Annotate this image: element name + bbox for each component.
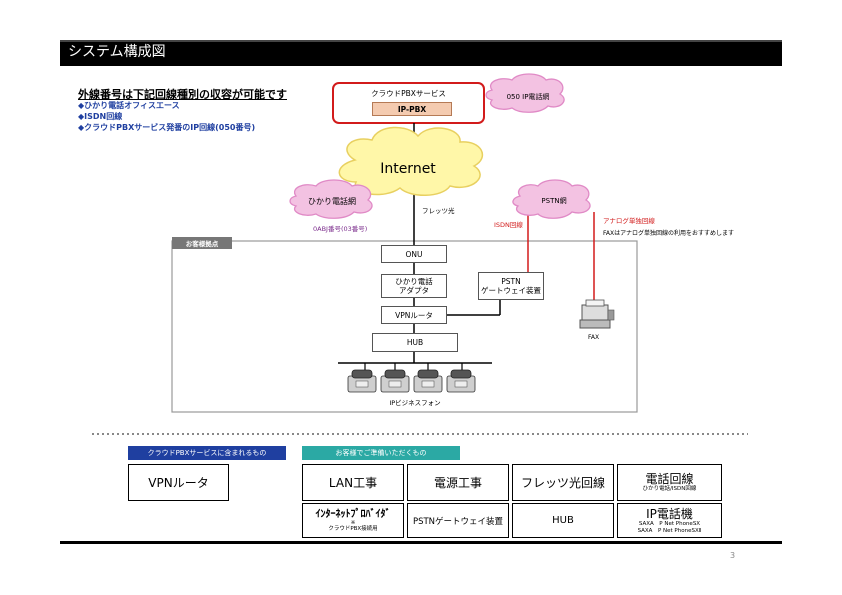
tile-lan: LAN工事 xyxy=(302,464,404,501)
ip-phone xyxy=(446,369,476,393)
onu-box: ONU xyxy=(381,245,447,263)
page-title: システム構成図 xyxy=(68,44,166,60)
bottom-rule xyxy=(60,541,782,544)
site-label-bg xyxy=(172,237,232,249)
tile-isp-mark: ※ xyxy=(350,519,356,526)
site-label: お客様拠点 xyxy=(185,240,219,248)
ip-phone xyxy=(380,369,410,393)
internet-label: Internet xyxy=(380,161,436,177)
hub-box: HUB xyxy=(372,333,458,352)
fax-machine xyxy=(579,299,615,329)
included-header: クラウドPBXサービスに含まれるもの xyxy=(128,446,286,460)
vpn-router-box: VPNルータ xyxy=(381,306,447,324)
tile-ip-phone-sub2: SAXA P Net PhoneSXⅡ xyxy=(637,527,702,534)
intro-title: 外線番号は下記回線種別の収容が可能です xyxy=(78,88,287,101)
analog-label: アナログ単独回線 xyxy=(603,217,655,225)
flets-label: フレッツ光 xyxy=(422,207,455,215)
hikari-adapter-box: ひかり電話 アダプタ xyxy=(381,274,447,298)
tile-hub: HUB xyxy=(512,503,614,538)
intro-item: ◆ひかり電話オフィスエース xyxy=(78,101,180,110)
tile-power: 電源工事 xyxy=(407,464,509,501)
tile-flets: フレッツ光回線 xyxy=(512,464,614,501)
page-number: 3 xyxy=(730,551,736,560)
pstn-gateway-line1: PSTN xyxy=(501,277,521,286)
fax-note: FAXはアナログ単独回線の利用をおすすめします xyxy=(603,230,734,237)
fax-label: FAX xyxy=(588,334,600,341)
tile-hub-label: HUB xyxy=(552,515,574,526)
ip050-net-label: 050 IP電話網 xyxy=(506,93,550,101)
isdn-label: ISDN回線 xyxy=(494,221,523,229)
ip-phone xyxy=(347,369,377,393)
tile-isp: ｲﾝﾀｰﾈｯﾄﾌﾟﾛﾊﾞｲﾀﾞ ※ クラウドPBX接続用 xyxy=(302,503,404,538)
intro-item: ◆ISDN回線 xyxy=(78,112,123,121)
ip-phone xyxy=(413,369,443,393)
pstn-gateway-line2: ゲートウェイ装置 xyxy=(481,286,541,295)
ip050-cloud xyxy=(485,73,565,113)
hikari-net-label: ひかり電話網 xyxy=(308,197,356,206)
intro-item: ◆クラウドPBXサービス発番のIP回線(050番号) xyxy=(78,123,256,132)
tile-ip-phone-sub1: SAXA P Net PhoneSX xyxy=(638,520,701,527)
tile-phone-line-label: 電話回線 xyxy=(645,472,694,486)
tile-flets-label: フレッツ光回線 xyxy=(520,475,605,490)
hikari-adapter-line2: アダプタ xyxy=(399,286,429,295)
tile-vpn-router: VPNルータ xyxy=(128,464,229,501)
tile-pstn-gateway: PSTNゲートウェイ装置 xyxy=(407,503,509,538)
tile-isp-label: ｲﾝﾀｰﾈｯﾄﾌﾟﾛﾊﾞｲﾀﾞ xyxy=(315,508,391,520)
hikari-cloud xyxy=(289,179,373,219)
cloud-pbx-label: クラウドPBXサービス xyxy=(371,89,446,98)
tile-isp-sub: クラウドPBX接続用 xyxy=(328,525,378,532)
ip-pbx-box: IP-PBX xyxy=(372,102,452,116)
tile-vpn-router-label: VPNルータ xyxy=(148,475,209,490)
customer-header: お客様でご準備いただくもの xyxy=(302,446,460,460)
tile-lan-label: LAN工事 xyxy=(328,475,378,490)
phones-label: IPビジネスフォン xyxy=(389,399,441,407)
tile-pstn-gateway-label: PSTNゲートウェイ装置 xyxy=(412,516,504,527)
tile-ip-phone: IP電話機 SAXA P Net PhoneSX SAXA P Net Phon… xyxy=(617,503,722,538)
pstn-cloud xyxy=(512,179,591,219)
pstn-net-label: PSTN網 xyxy=(541,197,567,205)
hikari-adapter-line1: ひかり電話 xyxy=(395,277,433,286)
number-label: 0ABJ番号(03番号) xyxy=(313,225,368,233)
tile-phone-line: 電話回線 ひかり電話/ISDN回線 xyxy=(617,464,722,501)
pstn-gateway-box: PSTN ゲートウェイ装置 xyxy=(478,272,544,300)
title-bar xyxy=(60,40,782,66)
tile-ip-phone-label: IP電話機 xyxy=(646,506,693,521)
tile-power-label: 電源工事 xyxy=(433,475,482,490)
tile-phone-line-sub: ひかり電話/ISDN回線 xyxy=(642,486,697,492)
